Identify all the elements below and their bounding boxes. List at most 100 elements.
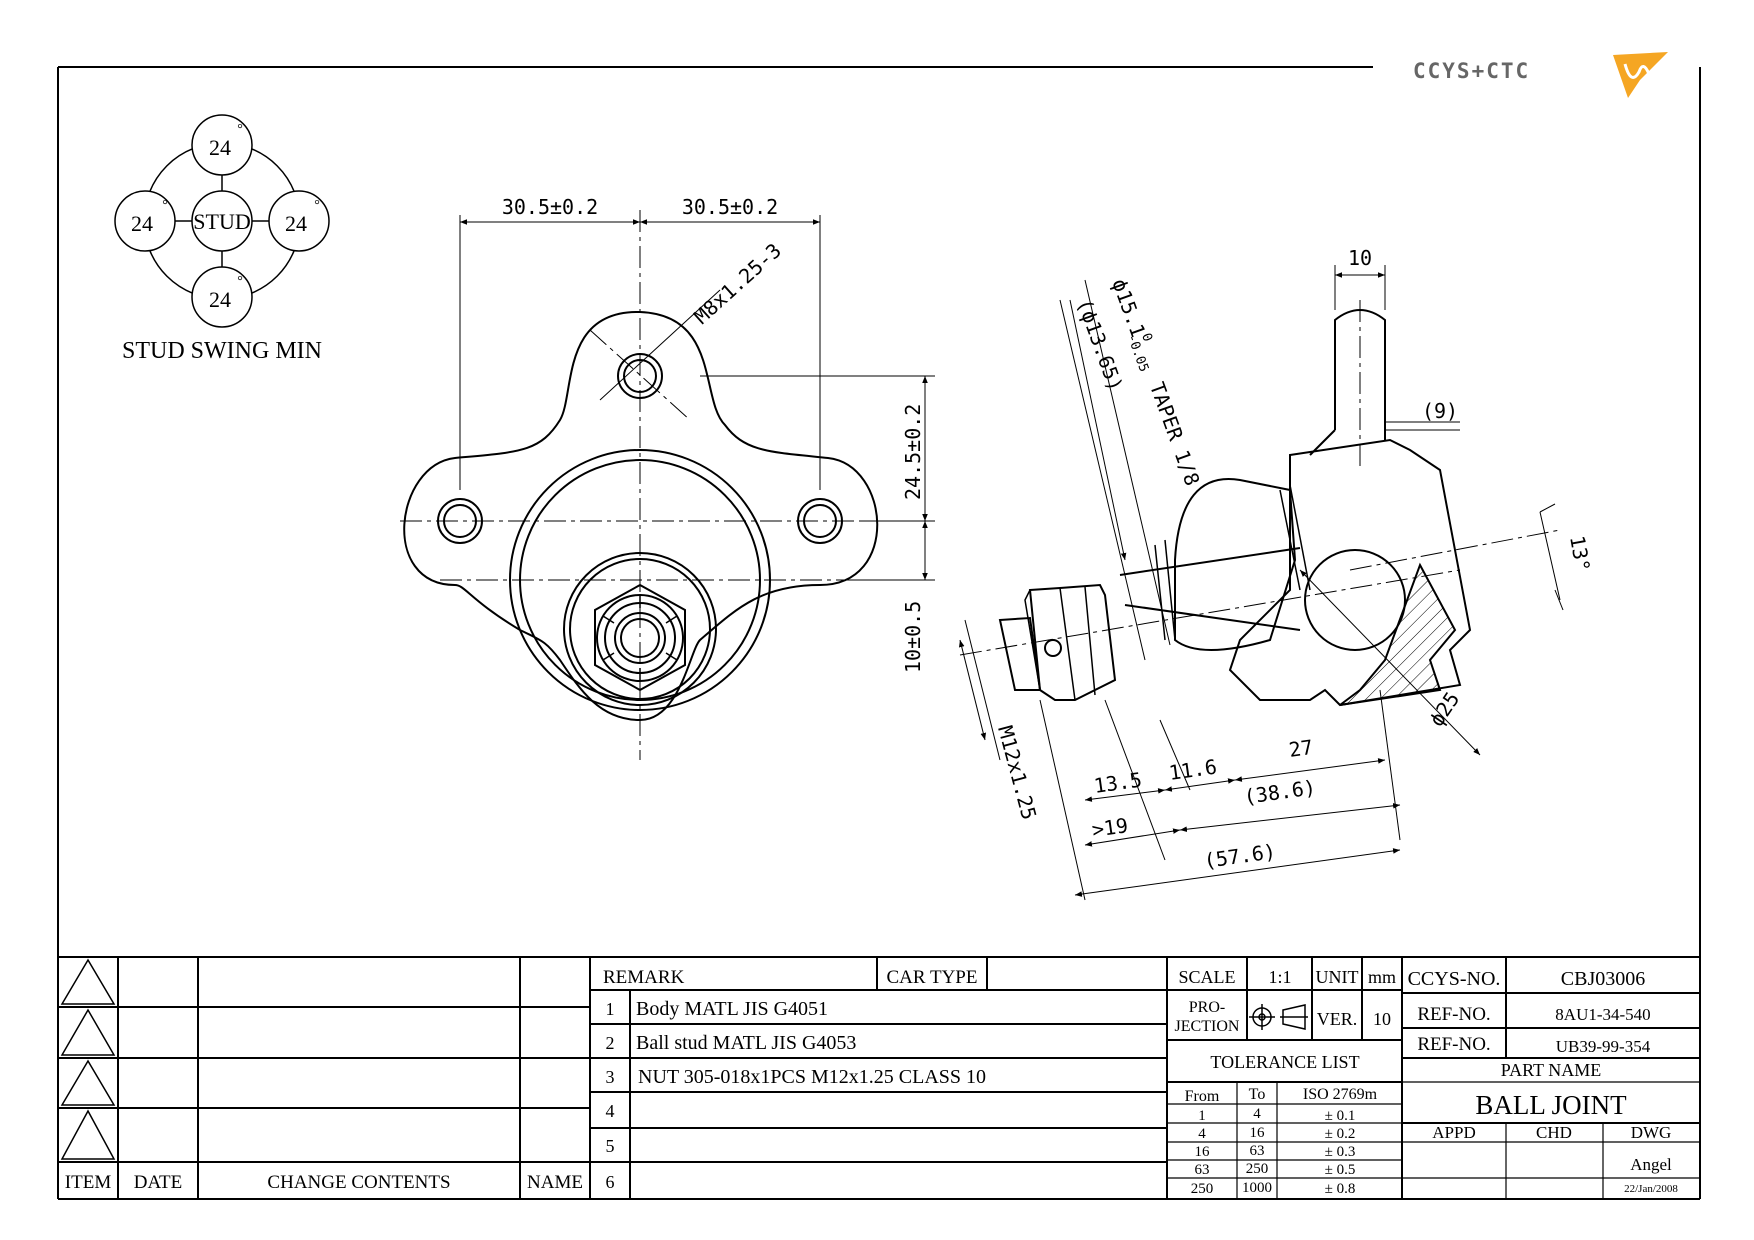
col-name: NAME — [527, 1172, 583, 1193]
dim-38-6: (38.6) — [1242, 775, 1317, 809]
remark-num: 1 — [606, 999, 615, 1019]
tol-cell: ± 0.1 — [1325, 1108, 1356, 1124]
dust-boot — [1174, 478, 1297, 651]
scale-value: 1:1 — [1268, 967, 1291, 987]
remark-num: 4 — [606, 1101, 615, 1121]
tol-cell: ± 0.2 — [1325, 1126, 1356, 1142]
ver-value: 10 — [1373, 1009, 1391, 1029]
tol-col-from: From — [1185, 1088, 1220, 1105]
dim-thread-main: M12x1.25 — [993, 723, 1041, 822]
logo-text: CCYS+CTC — [1413, 59, 1530, 83]
dim-taper-label: TAPER 1/8 — [1145, 379, 1205, 489]
ref1-value: 8AU1-34-540 — [1555, 1005, 1650, 1024]
tol-cell: 250 — [1246, 1161, 1269, 1177]
dim-min-19: >19 — [1090, 813, 1129, 842]
ccys-label: CCYS-NO. — [1408, 968, 1501, 990]
logo-swoosh-icon — [1623, 63, 1651, 79]
tol-cell: 16 — [1250, 1125, 1266, 1141]
swing-angle-bottom: 24 — [209, 287, 231, 312]
unit-value: mm — [1368, 967, 1396, 987]
remark-num: 3 — [606, 1067, 615, 1087]
dim-thread-top: M8x1.25-3 — [689, 238, 786, 328]
dim-27: 27 — [1287, 735, 1314, 762]
ball — [1304, 549, 1406, 651]
col-date: DATE — [134, 1172, 183, 1193]
col-change-contents: CHANGE CONTENTS — [267, 1172, 450, 1193]
title-block — [1402, 957, 1700, 1199]
dwg-name: Angel — [1630, 1155, 1672, 1174]
change-table — [58, 957, 591, 1199]
tol-cell: ± 0.8 — [1325, 1181, 1356, 1197]
ref1-label: REF-NO. — [1417, 1004, 1490, 1025]
swing-caption: STUD SWING MIN — [122, 338, 322, 364]
swing-deg-bottom: ° — [237, 274, 243, 289]
dim-shank-width: 10 — [1348, 246, 1372, 270]
remark-text: Body MATL JIS G4051 — [636, 998, 828, 1020]
dim-left-spacing: 30.5±0.2 — [502, 195, 598, 219]
front-view — [403, 310, 879, 722]
drawing-date: 22/Jan/2008 — [1624, 1183, 1678, 1195]
thread-end — [998, 616, 1042, 691]
part-name-label: PART NAME — [1501, 1060, 1601, 1080]
meta-block — [1167, 957, 1403, 1199]
scale-label: SCALE — [1178, 967, 1235, 987]
stud-swing-diagram — [114, 114, 330, 328]
tol-cell: 1 — [1198, 1108, 1206, 1124]
remark-text: Ball stud MATL JIS G4053 — [636, 1032, 856, 1054]
ref2-value: UB39-99-354 — [1556, 1037, 1651, 1056]
ccys-value: CBJ03006 — [1561, 968, 1645, 990]
stud-shank — [1119, 547, 1301, 631]
projection-label: JECTION — [1175, 1018, 1240, 1035]
swing-angle-top: 24 — [209, 135, 231, 160]
flange-outline — [403, 310, 879, 722]
ref2-label: REF-NO. — [1417, 1034, 1490, 1055]
dim-shank-ref: (9) — [1422, 399, 1458, 423]
swing-deg-top: ° — [237, 122, 243, 137]
remark-header: REMARK — [603, 967, 685, 988]
logo-mark-icon — [1613, 52, 1668, 98]
tol-cell: 4 — [1253, 1106, 1261, 1122]
dwg-label: DWG — [1631, 1123, 1672, 1142]
remark-text: NUT 305-018x1PCS M12x1.25 CLASS 10 — [638, 1066, 986, 1088]
tol-cell: 1000 — [1242, 1180, 1272, 1196]
revision-triangle-icon — [60, 958, 116, 1005]
dim-vertical-lower: 10±0.5 — [901, 601, 925, 673]
dim-57-6: (57.6) — [1202, 839, 1277, 873]
remarks-table — [590, 957, 1168, 1199]
nut-side — [1028, 583, 1117, 701]
side-view — [998, 309, 1472, 707]
ver-label: VER. — [1317, 1009, 1358, 1029]
revision-triangle-icon — [60, 1109, 116, 1160]
dim-taper-diameter: ϕ15.1 — [1107, 276, 1150, 341]
swing-deg-right: ° — [314, 198, 320, 213]
tol-cell: 63 — [1250, 1143, 1265, 1159]
housing-hatch — [1339, 562, 1457, 706]
tol-cell: ± 0.3 — [1325, 1144, 1356, 1160]
tol-cell: 63 — [1195, 1162, 1210, 1178]
dim-right-spacing: 30.5±0.2 — [682, 195, 778, 219]
swing-deg-left: ° — [162, 198, 168, 213]
tol-cell: 4 — [1198, 1126, 1206, 1142]
projection-label: PRO- — [1189, 999, 1225, 1016]
unit-label: UNIT — [1316, 967, 1359, 987]
car-type-label: CAR TYPE — [887, 967, 978, 988]
revision-triangle-icon — [60, 1059, 116, 1106]
swing-center-label: STUD — [193, 209, 250, 234]
tol-cell: ± 0.5 — [1325, 1162, 1356, 1178]
remark-num: 6 — [606, 1172, 615, 1192]
col-item: ITEM — [65, 1172, 112, 1193]
tol-cell: 16 — [1195, 1144, 1211, 1160]
tolerance-title: TOLERANCE LIST — [1210, 1052, 1359, 1072]
dim-angle: 13° — [1565, 534, 1595, 574]
projection-symbol-icon — [1249, 1004, 1308, 1030]
dim-vertical-upper: 24.5±0.2 — [901, 404, 925, 500]
dim-ball-diameter: ϕ25 — [1424, 687, 1464, 730]
frame — [57, 66, 1701, 1200]
revision-triangle-icon — [60, 1008, 116, 1056]
remark-num: 5 — [606, 1136, 615, 1156]
appd-label: APPD — [1432, 1123, 1475, 1142]
swing-angle-right: 24 — [285, 211, 307, 236]
tol-col-iso: ISO 2769m — [1303, 1086, 1378, 1103]
tol-cell: 250 — [1191, 1181, 1214, 1197]
